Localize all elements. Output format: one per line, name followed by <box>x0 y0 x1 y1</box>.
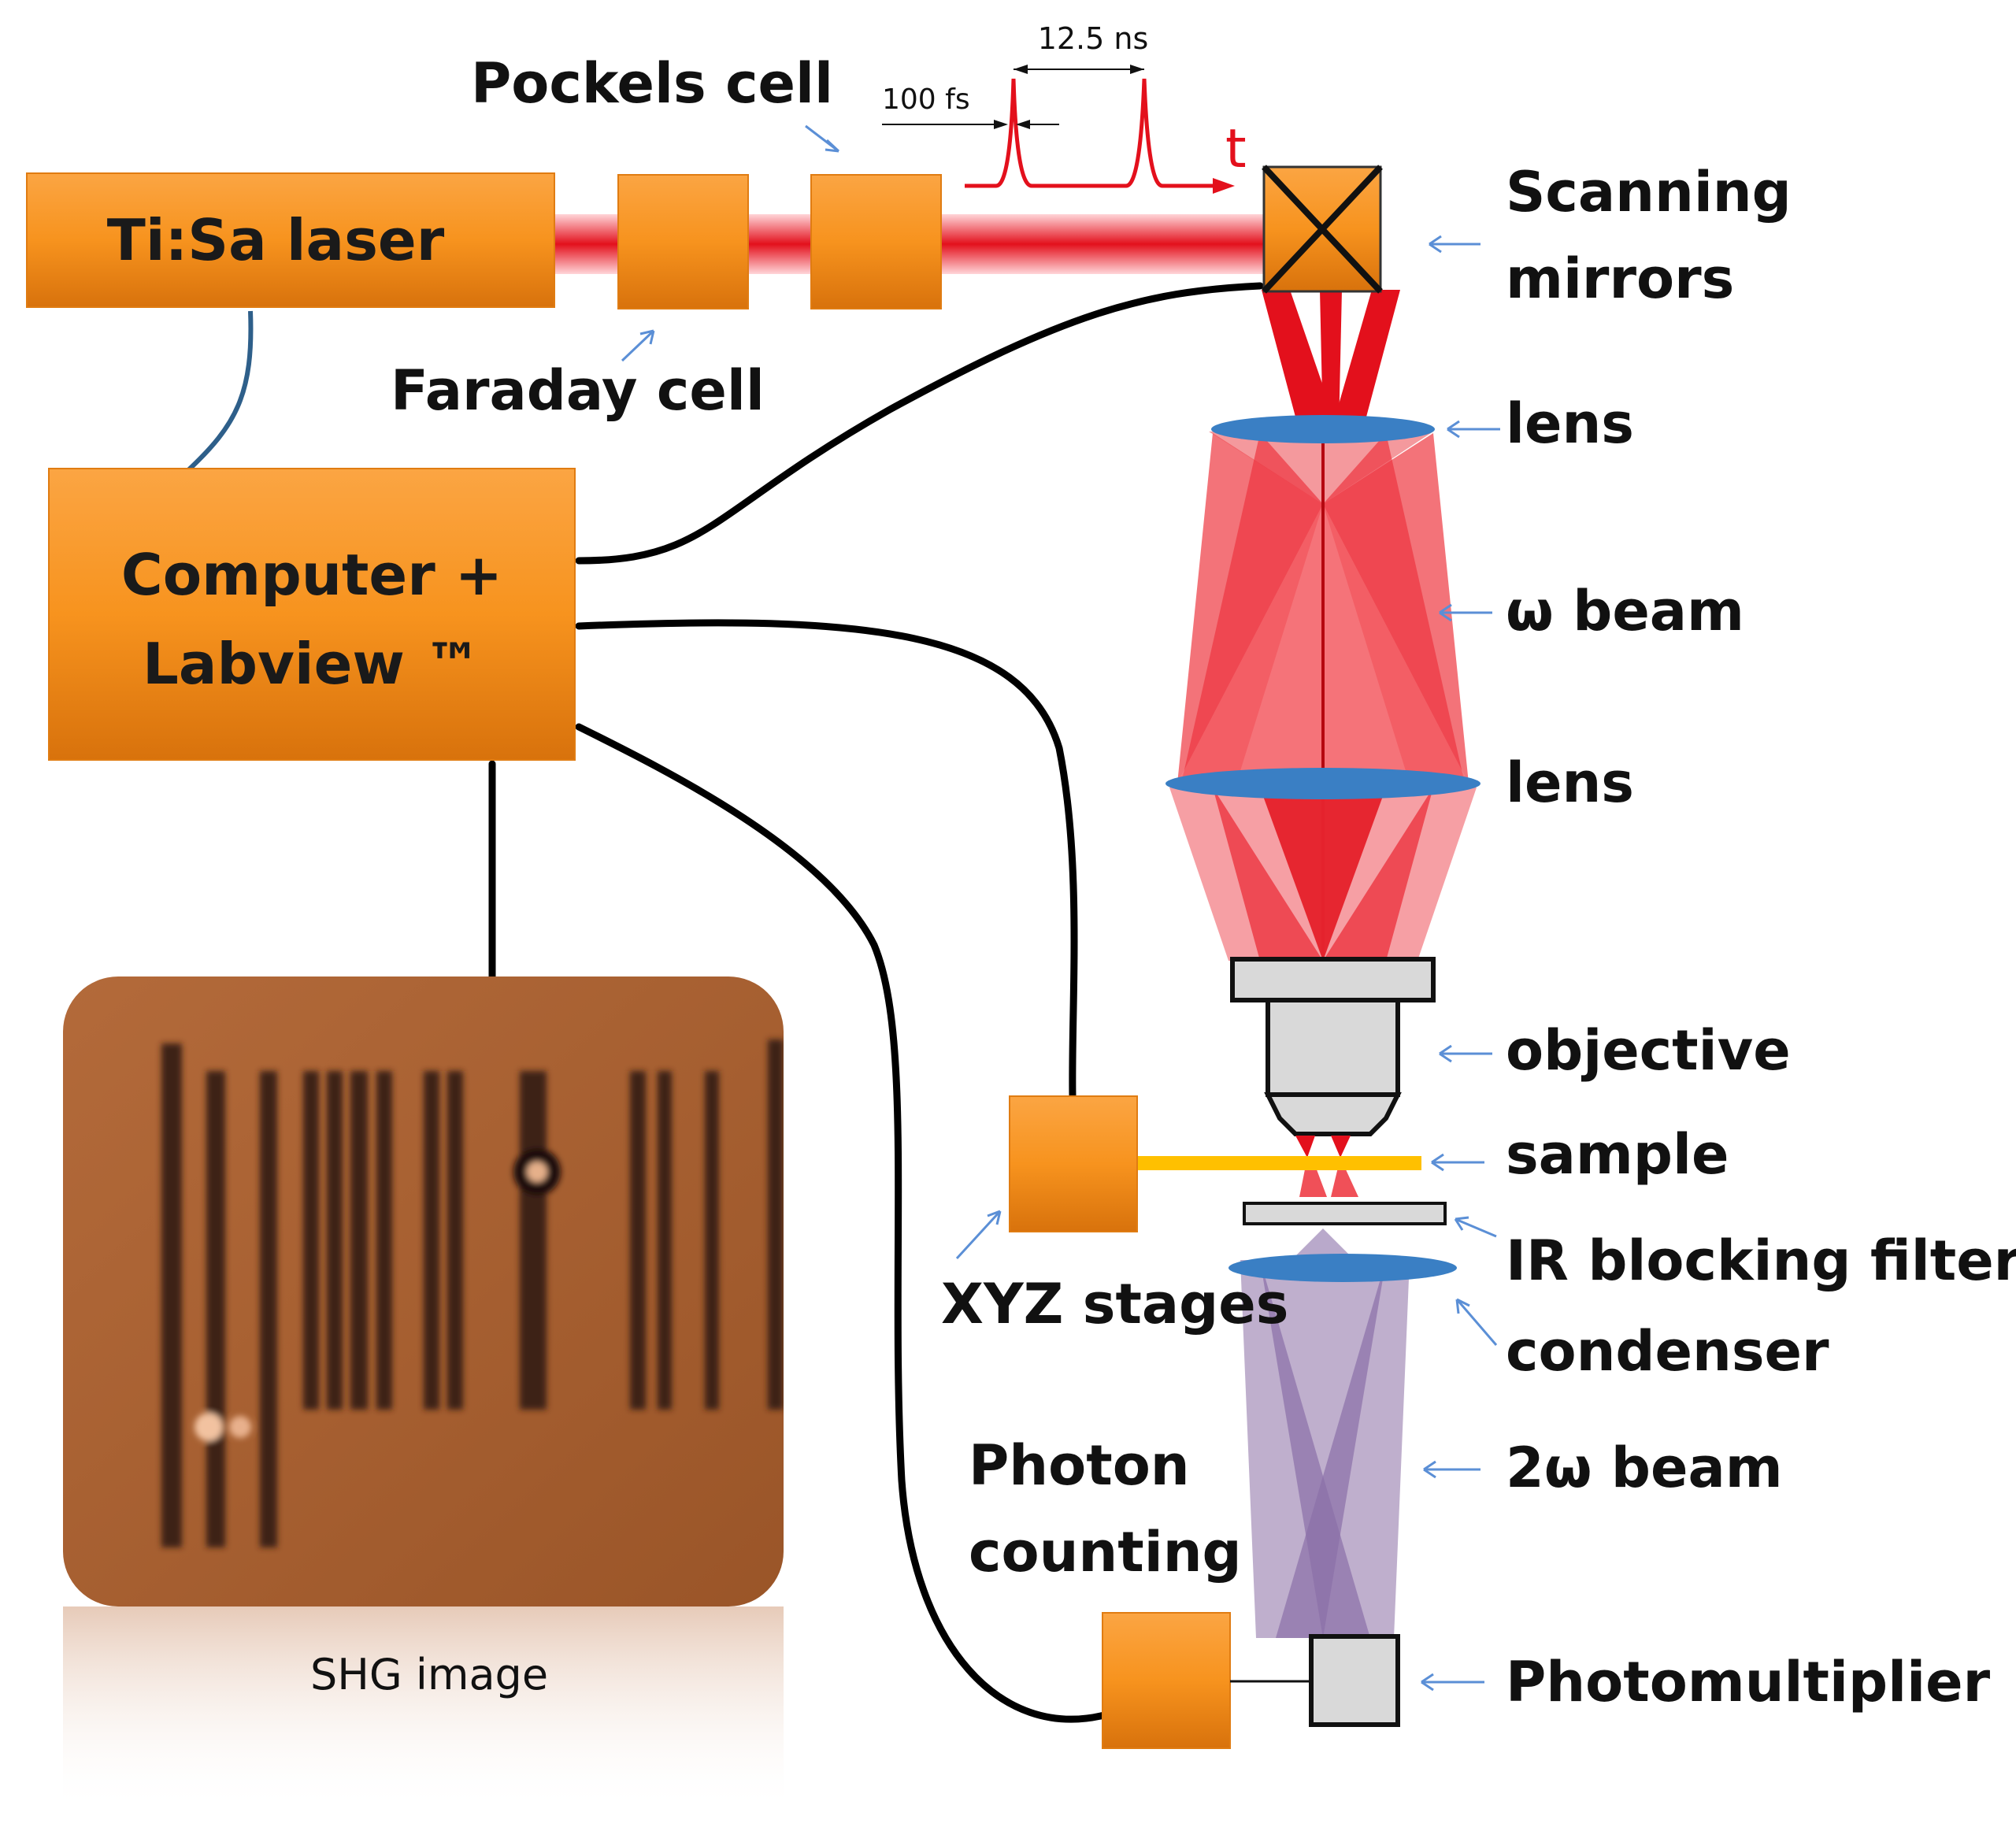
xyz-stages-label: XYZ stages <box>941 1272 1288 1336</box>
svg-text:Labview ™: Labview ™ <box>143 631 481 697</box>
pulse-train: t 12.5 ns 100 fs <box>882 21 1247 194</box>
two-omega-arrow <box>1423 1460 1480 1479</box>
pockels-cell-label: Pockels cell <box>471 51 833 116</box>
two-omega-beam-label: 2ω beam <box>1506 1436 1783 1500</box>
condenser-lens <box>1228 1254 1457 1282</box>
photon-counting-label-1: Photon <box>969 1433 1190 1498</box>
sample-slide <box>1138 1156 1421 1170</box>
scanning-mirrors-label-2: mirrors <box>1506 246 1734 311</box>
ir-blocking-filter <box>1243 1202 1447 1225</box>
scanning-arrow <box>1429 235 1480 254</box>
photomultiplier-label: Photomultiplier <box>1506 1650 1991 1714</box>
omega-beam-cone <box>1169 290 1477 961</box>
shg-image-caption: SHG image <box>310 1650 548 1699</box>
focus-spots <box>1295 1136 1358 1197</box>
svg-text:Ti:Sa laser: Ti:Sa laser <box>107 207 445 273</box>
condenser-label: condenser <box>1506 1319 1829 1384</box>
svg-text:Computer +: Computer + <box>121 542 502 608</box>
harmonic-beam-cone <box>1240 1228 1410 1638</box>
lens-label-1: lens <box>1506 391 1634 456</box>
shg-stripes <box>161 1040 784 1547</box>
computer-mirror-cable <box>575 282 1264 565</box>
shg-image: SHG image <box>63 976 784 1811</box>
ti-sa-laser: Ti:Sa laser <box>26 172 555 308</box>
omega-arrow <box>1439 603 1492 622</box>
photon-counting-box <box>1102 1612 1231 1749</box>
ir-filter-label: IR blocking filter <box>1506 1228 2016 1293</box>
sample-arrow <box>1431 1153 1484 1172</box>
lens1-arrow <box>1447 420 1500 439</box>
svg-text:100 fs: 100 fs <box>882 83 970 116</box>
faraday-arrow <box>621 329 655 362</box>
lens-1 <box>1211 415 1435 443</box>
photomultiplier-arrow <box>1421 1673 1484 1692</box>
laser-computer-cable <box>185 310 254 473</box>
computer-xyz-cable <box>575 619 1078 1100</box>
objective-lens <box>1230 957 1436 1136</box>
xyz-stages-box <box>1009 1095 1138 1232</box>
omega-beam-label: ω beam <box>1506 579 1744 643</box>
pockels-cell-box <box>810 174 942 309</box>
scanning-mirrors-label-1: Scanning <box>1506 160 1792 224</box>
ir-filter-arrow <box>1454 1216 1497 1238</box>
condenser-arrow <box>1455 1298 1498 1346</box>
objective-label: objective <box>1506 1018 1791 1083</box>
xyz-arrow <box>955 1210 1002 1260</box>
faraday-cell-box <box>617 174 749 309</box>
lens-2 <box>1166 768 1480 799</box>
svg-text:t: t <box>1225 118 1247 180</box>
photomultiplier-box <box>1309 1634 1400 1727</box>
svg-text:12.5 ns: 12.5 ns <box>1038 21 1149 56</box>
computer-photon-cable <box>575 723 1108 1723</box>
lens-label-2: lens <box>1506 750 1634 815</box>
sample-label: sample <box>1506 1122 1729 1187</box>
objective-arrow <box>1439 1044 1492 1063</box>
faraday-cell-label: Faraday cell <box>391 358 765 423</box>
photon-counting-label-2: counting <box>969 1520 1242 1584</box>
computer-labview: Computer + Labview ™ <box>48 468 576 761</box>
pockels-arrow <box>805 124 840 153</box>
scanning-mirrors-box <box>1262 165 1383 294</box>
